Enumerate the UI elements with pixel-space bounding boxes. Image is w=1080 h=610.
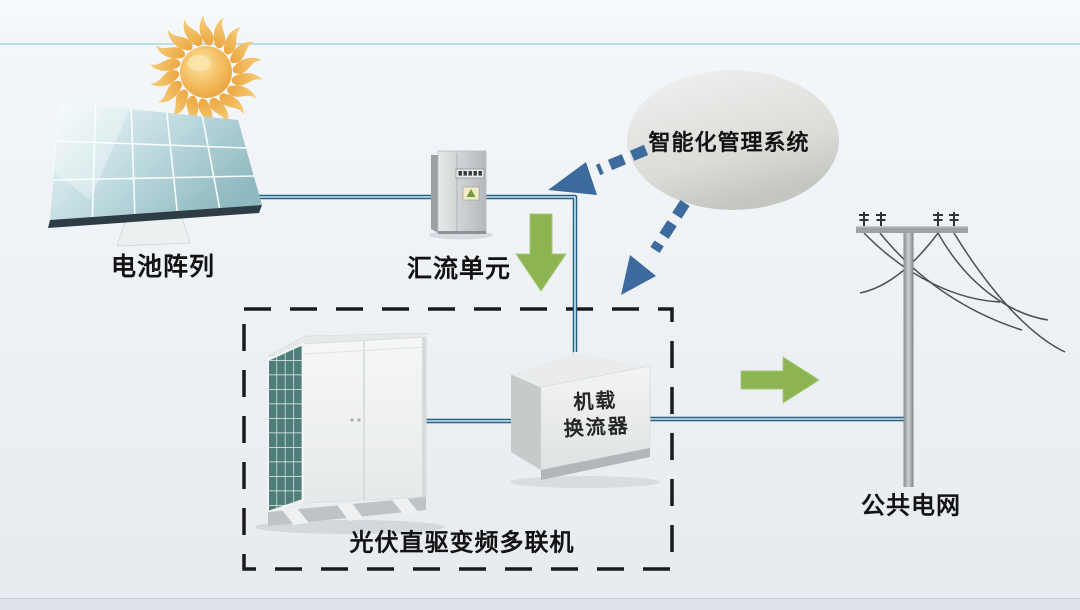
solar-panel-icon	[48, 102, 262, 247]
sun-icon	[148, 15, 264, 129]
converter-box-icon	[510, 351, 660, 488]
converter-label-line2: 换流器	[563, 413, 631, 441]
pv-unit-boundary	[242, 307, 674, 571]
management-ellipse	[627, 70, 839, 210]
onboard-converter-label: 机载 换流器	[562, 386, 631, 441]
outdoor-unit-icon	[255, 332, 445, 534]
control-arrow-to-combiner	[548, 144, 649, 195]
power-pole-icon	[856, 212, 1066, 487]
control-arrow-to-unit	[621, 200, 690, 295]
green-right-arrow	[740, 356, 820, 404]
power-wires	[859, 232, 1066, 353]
pv-to-converter-line	[226, 194, 578, 362]
converter-label-line1: 机载	[572, 387, 618, 415]
insulator-icons	[859, 212, 959, 226]
background-bottom-strip	[0, 598, 1080, 610]
combiner-unit-label: 汇流单元	[406, 254, 512, 283]
management-system-label: 智能化管理系统	[648, 131, 810, 156]
pv-multi-unit-label: 光伏直驱变频多联机	[349, 528, 575, 557]
green-down-arrow	[515, 213, 567, 292]
combiner-cabinet-icon	[429, 150, 493, 240]
public-grid-label: 公共电网	[861, 491, 961, 520]
unit-grille	[267, 342, 304, 514]
battery-array-label: 电池阵列	[110, 252, 216, 281]
